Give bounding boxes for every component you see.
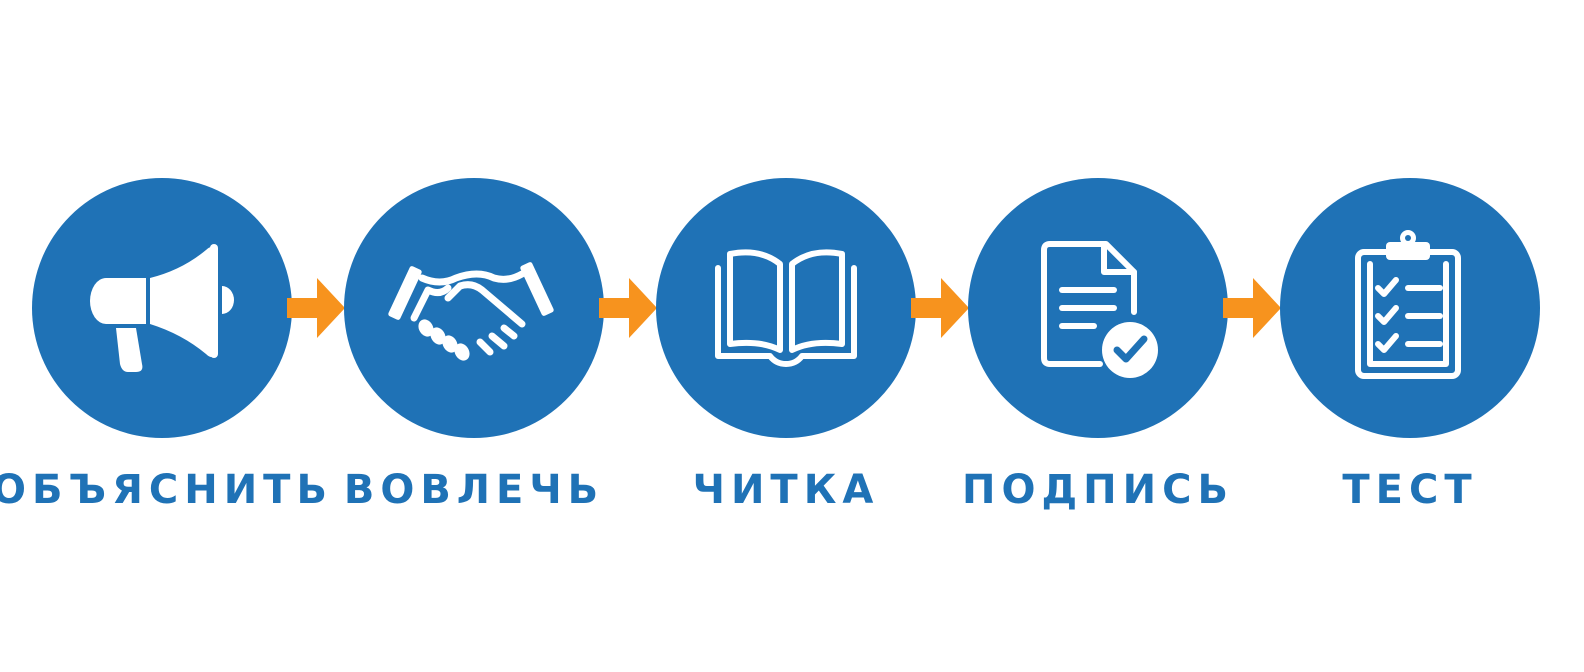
signed-document-icon [1041,241,1158,378]
arrow-right-icon [911,278,969,338]
step-label-explain: ОБЪЯСНИТЬ [0,467,333,513]
step-sign [968,178,1228,438]
step-label-sign: ПОДПИСЬ [962,467,1234,513]
step-circle [1280,178,1540,438]
step-label-read: ЧИТКА [692,467,880,513]
step-explain [32,178,292,438]
open-book-icon [715,249,857,367]
megaphone-icon [90,244,234,372]
step-circle [656,178,916,438]
arrow-right-icon [287,278,345,338]
arrow-right-icon [1223,278,1281,338]
handshake-icon [388,262,554,361]
step-circle [344,178,604,438]
checklist-clipboard-icon [1355,230,1461,379]
step-read [656,178,916,438]
step-label-engage: ВОВЛЕЧЬ [343,467,605,513]
step-label-test: ТЕСТ [1342,467,1478,513]
step-test [1280,178,1540,438]
step-engage [344,178,604,438]
arrow-right-icon [599,278,657,338]
